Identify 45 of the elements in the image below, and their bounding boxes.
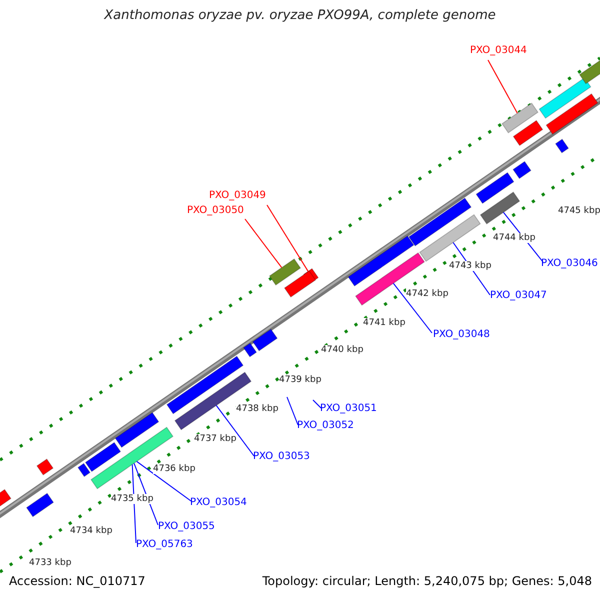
leader-line: [488, 60, 518, 114]
tick-label: 4745 kbp: [558, 206, 600, 216]
leader-line: [266, 204, 309, 272]
gene-label: PXO_03049: [209, 190, 266, 202]
tick-label: 4733 kbp: [29, 558, 72, 568]
gene-label: PXO_03054: [190, 497, 247, 508]
gene-label: PXO_03046: [541, 258, 598, 270]
gene-label: PXO_05763: [136, 539, 193, 550]
tick-label: 4740 kbp: [321, 345, 364, 356]
leader-line: [286, 396, 298, 426]
gene-label: PXO_03053: [253, 451, 310, 462]
leader-line: [132, 464, 136, 544]
gene-label: PXO_03044: [470, 45, 527, 56]
gene-label: PXO_03051: [320, 403, 377, 414]
gene-label: PXO_03050: [187, 205, 244, 216]
tick-label: 4744 kbp: [493, 233, 536, 244]
tick-label: 4734 kbp: [70, 526, 112, 536]
gene-label: PXO_03047: [490, 290, 547, 302]
leader-line: [216, 404, 254, 456]
gene-bar: [555, 138, 569, 154]
tick-label: 4737 kbp: [194, 434, 236, 444]
tick-label: 4736 kbp: [153, 464, 196, 474]
tick-label: 4739 kbp: [279, 375, 322, 386]
leader-line: [392, 282, 432, 334]
tick-label: 4738 kbp: [236, 404, 278, 414]
gene-bar: [114, 412, 160, 448]
genome-summary-text: Topology: circular; Length: 5,240,075 bp; Genes: 5,048: [262, 575, 592, 589]
leader-line: [136, 460, 192, 502]
tick-label: 4741 kbp: [363, 318, 406, 328]
title: Xanthomonas oryzae pv. oryzae PXO99A, complete genome: [102, 9, 497, 24]
gene-bar: [0, 488, 12, 508]
gene-bar: [476, 172, 514, 204]
leader-line: [244, 218, 282, 268]
gene-label: PXO_03055: [158, 521, 215, 532]
leader-line: [312, 400, 322, 408]
gene-bar: [512, 120, 544, 146]
gene-bar: [243, 342, 257, 358]
gene-label: PXO_03052: [297, 420, 354, 432]
gene-label: PXO_03048: [433, 329, 490, 340]
tick-label: 4742 kbp: [406, 289, 448, 300]
tick-label: 4743 kbp: [449, 261, 492, 272]
gene-bar: [480, 192, 520, 224]
gene-bar: [84, 442, 122, 472]
tick-label: 4735 kbp: [111, 494, 154, 504]
accession-text: Accession: NC_010717: [9, 575, 146, 589]
